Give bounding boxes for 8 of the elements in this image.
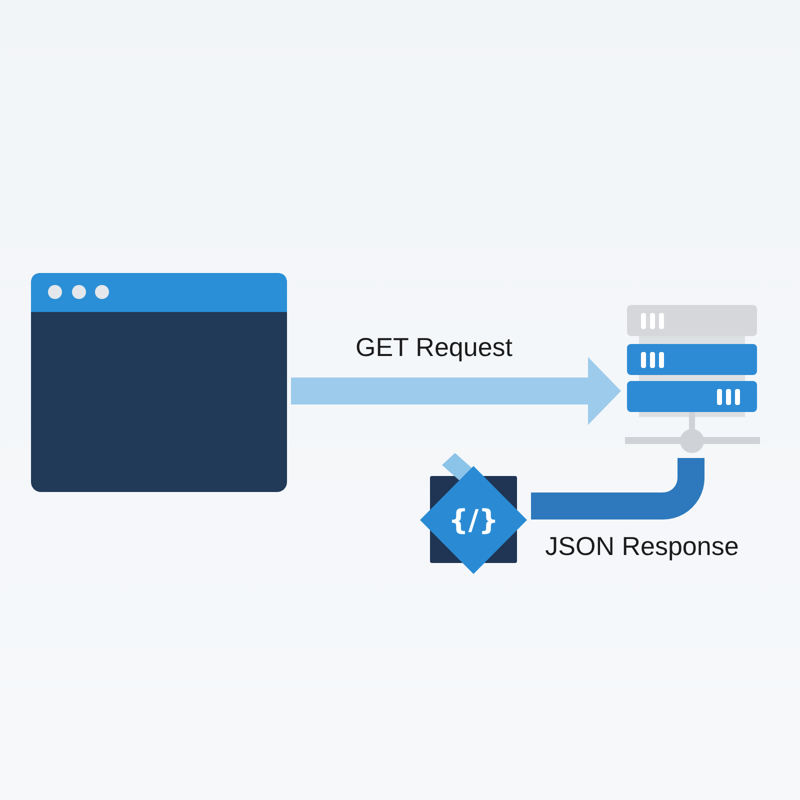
- edge-label: GET Request: [355, 333, 513, 363]
- browser-window-illustration: [31, 273, 287, 492]
- code-diamond: [420, 452, 527, 575]
- arrow: [291, 357, 621, 425]
- curved-connector: [531, 458, 704, 520]
- edge-label: JSON Response: [545, 532, 739, 562]
- code-symbol: {/}: [448, 503, 499, 536]
- server-rack-illustration: [625, 305, 760, 454]
